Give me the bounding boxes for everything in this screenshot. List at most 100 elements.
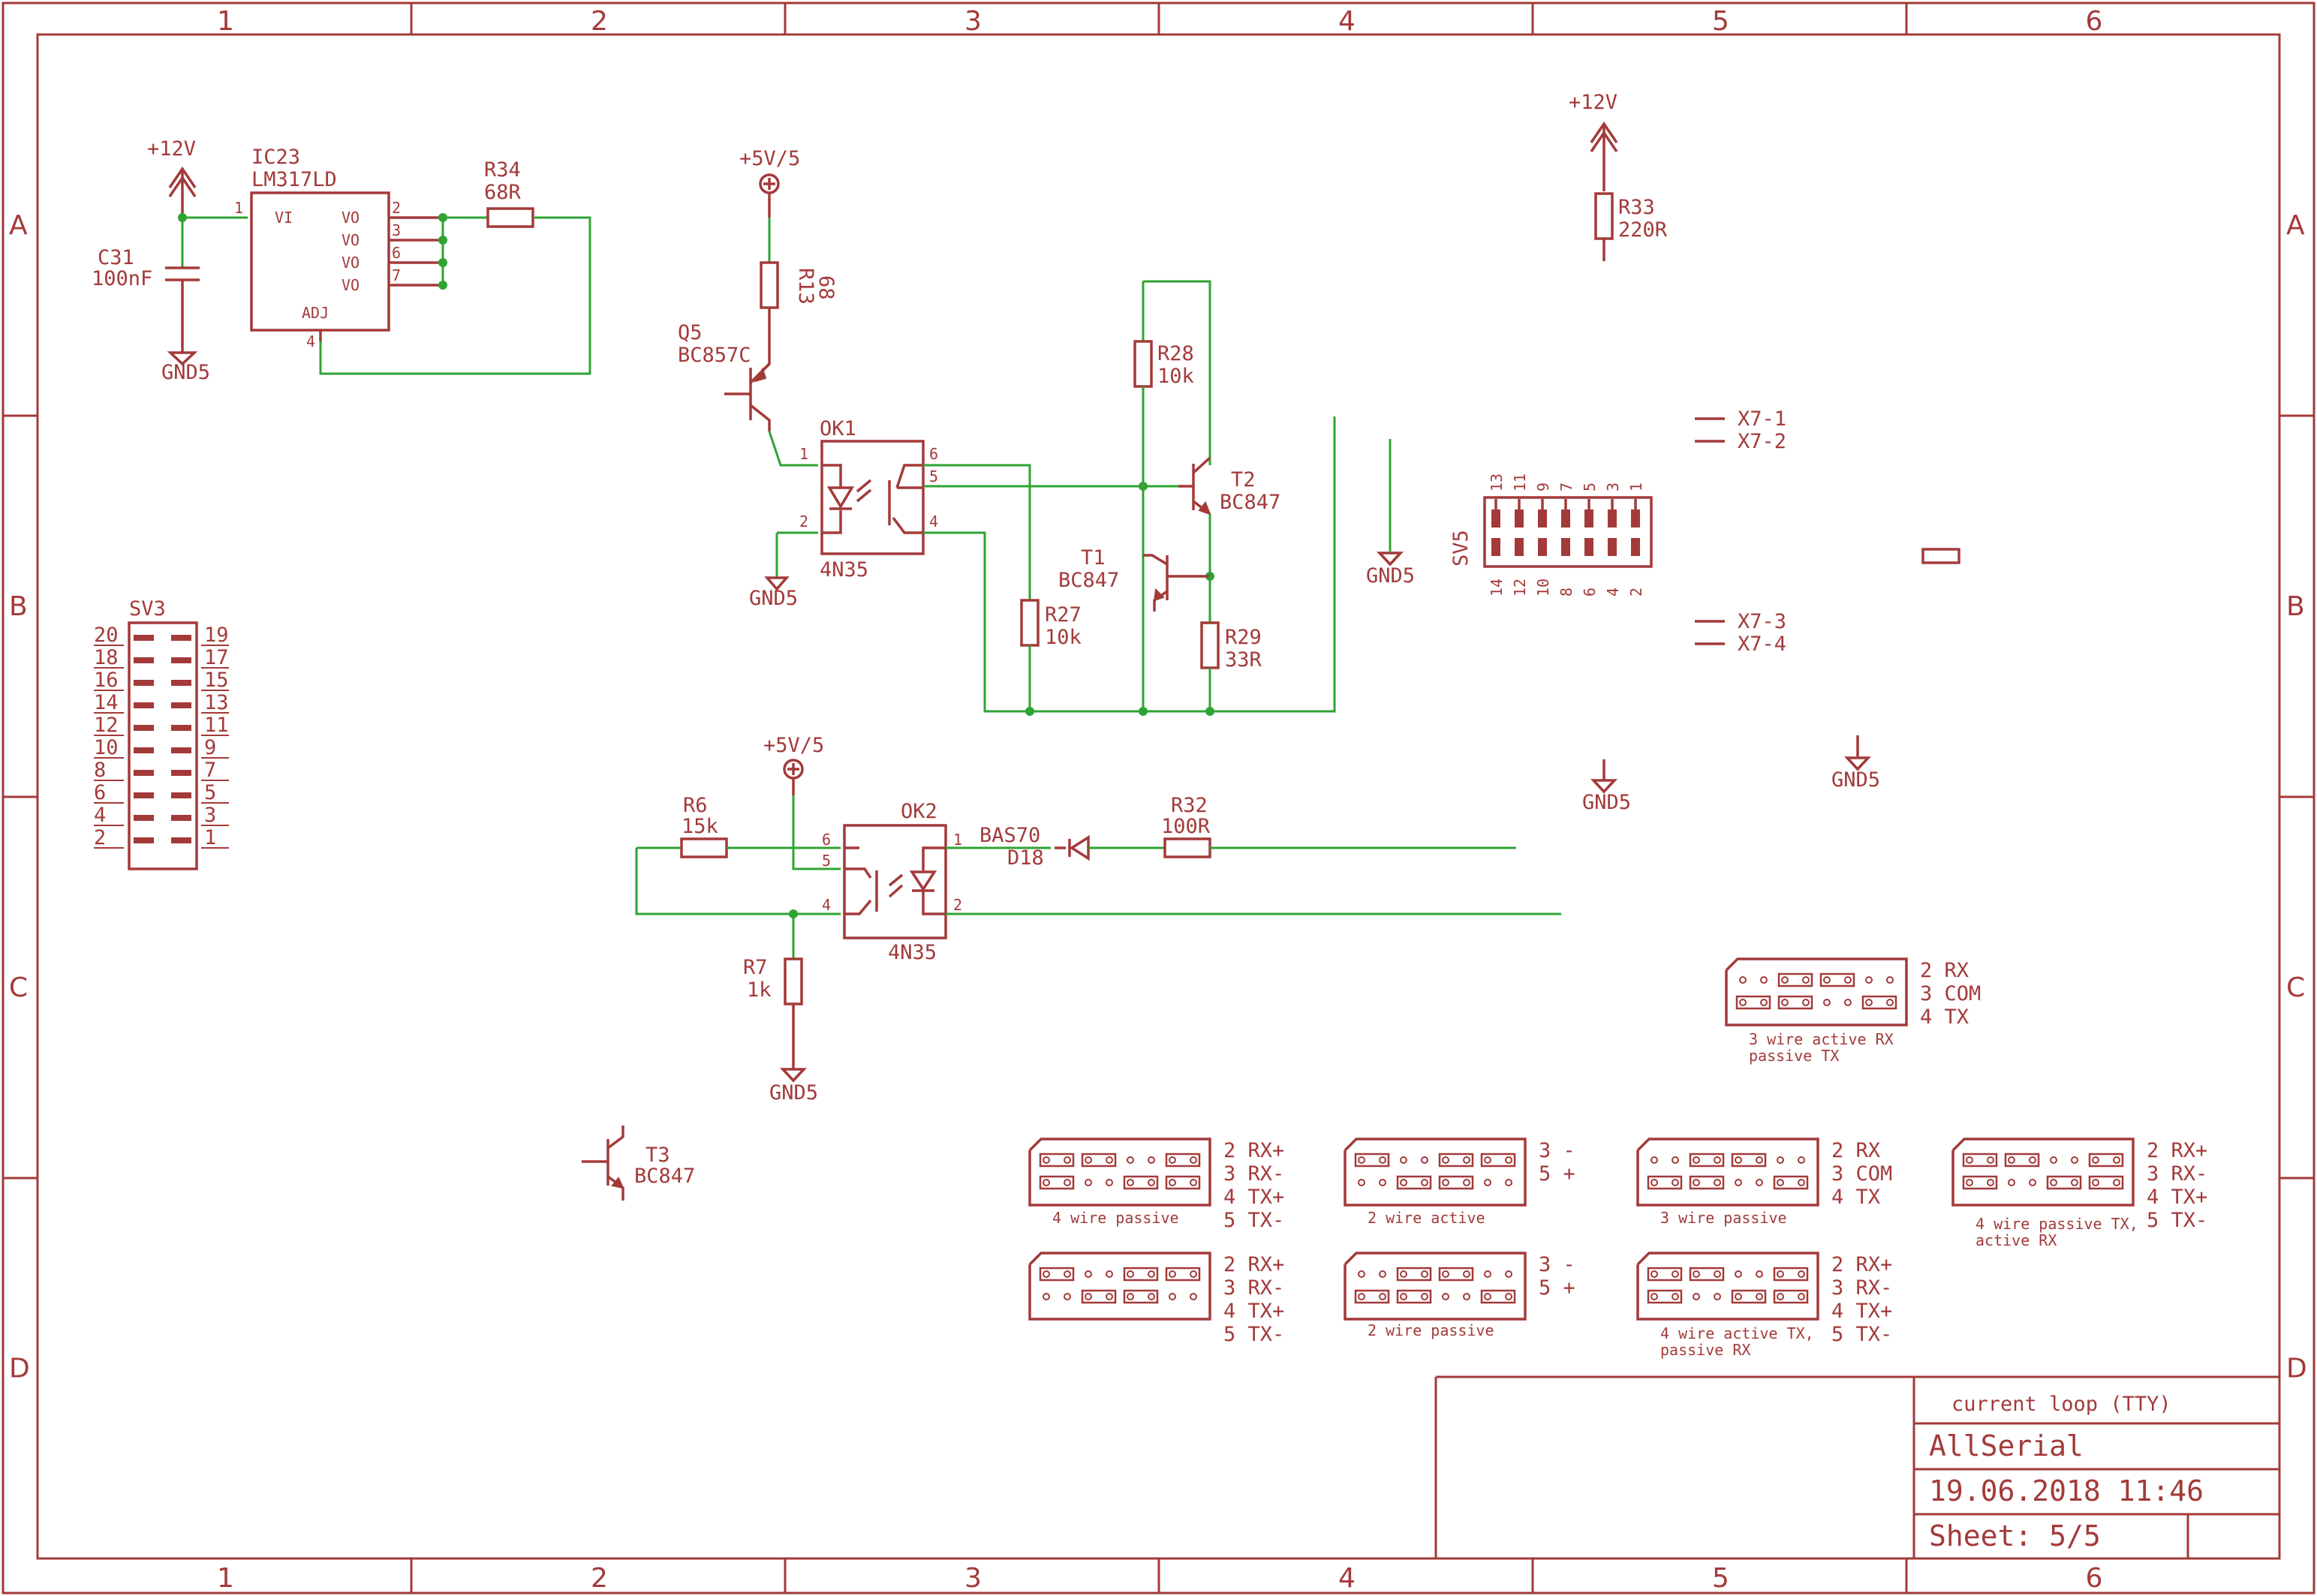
jumper-label: 4 TX+	[1831, 1300, 1892, 1323]
column-label-top: 6	[2086, 6, 2103, 37]
sv3-pin-label-right: 13	[204, 691, 229, 714]
title-subtitle: current loop (TTY)	[1951, 1393, 2171, 1416]
q5-value: BC857C	[678, 344, 751, 367]
ok2-pin1: 1	[953, 831, 962, 849]
ok2-pin6: 6	[822, 831, 831, 849]
r7-value: 1k	[747, 978, 772, 1002]
ic23-vi-label: VI	[275, 209, 293, 227]
ok1-value: 4N35	[820, 558, 868, 582]
r13-name: R13	[794, 268, 817, 305]
sv3-pin-label-left: 4	[94, 804, 106, 827]
jumper-caption: active RX	[1975, 1231, 2057, 1249]
sv3-name: SV3	[129, 597, 166, 621]
sv5-pin-bottom	[1491, 538, 1500, 556]
r6-name: R6	[683, 794, 708, 817]
sv5-pin-label-top: 9	[1534, 482, 1552, 491]
receiver-stage: +5V/5 R13 68 Q5 BC857C OK1 4N35 1 2 6 5 …	[678, 147, 1415, 716]
jumper-label: 2 RX	[1831, 1139, 1880, 1162]
column-label-top: 4	[1338, 6, 1356, 37]
sv5-pin-bottom	[1561, 538, 1570, 556]
c31-capacitor: C31 100nF	[92, 246, 200, 341]
jumper-label: 3 RX-	[1223, 1276, 1284, 1300]
r33-value: 220R	[1618, 218, 1668, 242]
r28-value: 10k	[1157, 365, 1194, 388]
x7-2: X7-2	[1738, 430, 1786, 453]
p5v-label-a: +5V/5	[739, 147, 800, 170]
ic23-pin6: 6	[392, 244, 401, 262]
ic23-pin3: 3	[392, 221, 401, 239]
gnd-label-mid: GND5	[1366, 564, 1415, 588]
jumper-caption: 2 wire active	[1368, 1209, 1485, 1227]
ic23-pin4: 4	[306, 332, 315, 350]
sv5-pin-label-bottom: 6	[1581, 588, 1599, 597]
ok2-pin2: 2	[953, 896, 962, 914]
p12v-symbol-a: +12V	[147, 137, 197, 218]
x7-terminals: X7-1 X7-2 X7-3 X7-4	[1695, 407, 1960, 656]
t3-transistor: T3 BC847	[582, 1126, 695, 1201]
column-label-bottom: 5	[1712, 1563, 1729, 1594]
r32-name: R32	[1171, 794, 1208, 817]
title-block: current loop (TTY) AllSerial 19.06.2018 …	[1434, 1375, 2279, 1558]
sv3-pin-label-right: 11	[204, 714, 229, 737]
jumper-block-j4a: 2 RX+3 RX-4 TX+5 TX-	[1028, 1252, 1284, 1346]
jumper-caption: 3 wire active RX	[1749, 1030, 1894, 1048]
sv3-pin-label-left: 16	[94, 669, 119, 692]
sv3-pin-label-right: 15	[204, 669, 229, 692]
ok2-pin4: 4	[822, 896, 831, 914]
sv3-pin-label-right: 5	[204, 781, 216, 804]
p5v-label-b: +5V/5	[763, 734, 824, 757]
sv3-pin-label-left: 6	[94, 781, 106, 804]
sv5-pin-label-top: 1	[1627, 482, 1645, 491]
column-label-bottom: 2	[591, 1563, 608, 1594]
title-date: 19.06.2018 11:46	[1929, 1474, 2204, 1507]
gnd-label-r1: GND5	[1582, 791, 1631, 814]
title-sheet: Sheet: 5/5	[1929, 1519, 2101, 1552]
sv5-pin-label-bottom: 8	[1557, 588, 1575, 597]
t2-name: T2	[1231, 468, 1256, 491]
sv5-pin-label-bottom: 10	[1534, 579, 1552, 597]
jumper-label: 3 -	[1539, 1139, 1575, 1162]
jumper-label: 5 TX-	[1223, 1209, 1284, 1232]
jumper-caption: 3 wire passive	[1660, 1209, 1787, 1227]
jumper-label: 2 RX+	[1223, 1139, 1284, 1162]
sv3-pin-label-left: 10	[94, 736, 119, 759]
jumper-label: 5 TX-	[1223, 1323, 1284, 1346]
sv5-pin-label-top: 7	[1557, 482, 1575, 491]
ic23-adj-label: ADJ	[302, 304, 329, 322]
sv3-pin-label-right: 9	[204, 736, 216, 759]
sv5-pin-label-top: 11	[1511, 473, 1529, 491]
t3-name: T3	[645, 1144, 670, 1167]
r34-value: 68R	[484, 181, 522, 204]
r27-value: 10k	[1045, 626, 1082, 649]
jumper-label: 3 RX-	[2147, 1162, 2207, 1186]
ic23-vo3-label: VO	[342, 254, 360, 272]
jumper-label: 5 TX-	[2147, 1209, 2207, 1232]
ok1-name: OK1	[820, 417, 856, 440]
column-label-top: 5	[1712, 6, 1729, 37]
sv3-pin-label-right: 19	[204, 624, 229, 647]
p12v-label-b: +12V	[1569, 91, 1617, 114]
sv5-pin-top	[1584, 509, 1593, 527]
sv5-pin-bottom	[1515, 538, 1524, 556]
ok1-pin6: 6	[929, 445, 938, 463]
jumper-label: 4 TX+	[1223, 1186, 1284, 1209]
sv5-pin-label-top: 13	[1488, 473, 1506, 491]
ic23-vo1-label: VO	[342, 209, 360, 227]
column-label-top: 3	[964, 6, 982, 37]
r29-name: R29	[1225, 626, 1262, 649]
row-label-right: B	[2286, 591, 2305, 622]
sv3-pin-label-right: 17	[204, 646, 229, 669]
sv5-pin-label-bottom: 2	[1627, 588, 1645, 597]
jumper-label: 4 TX	[1831, 1186, 1880, 1209]
sv5-pin-label-top: 5	[1581, 482, 1599, 491]
sv3-pin-label-left: 2	[94, 826, 106, 849]
x7-3: X7-3	[1738, 610, 1786, 633]
